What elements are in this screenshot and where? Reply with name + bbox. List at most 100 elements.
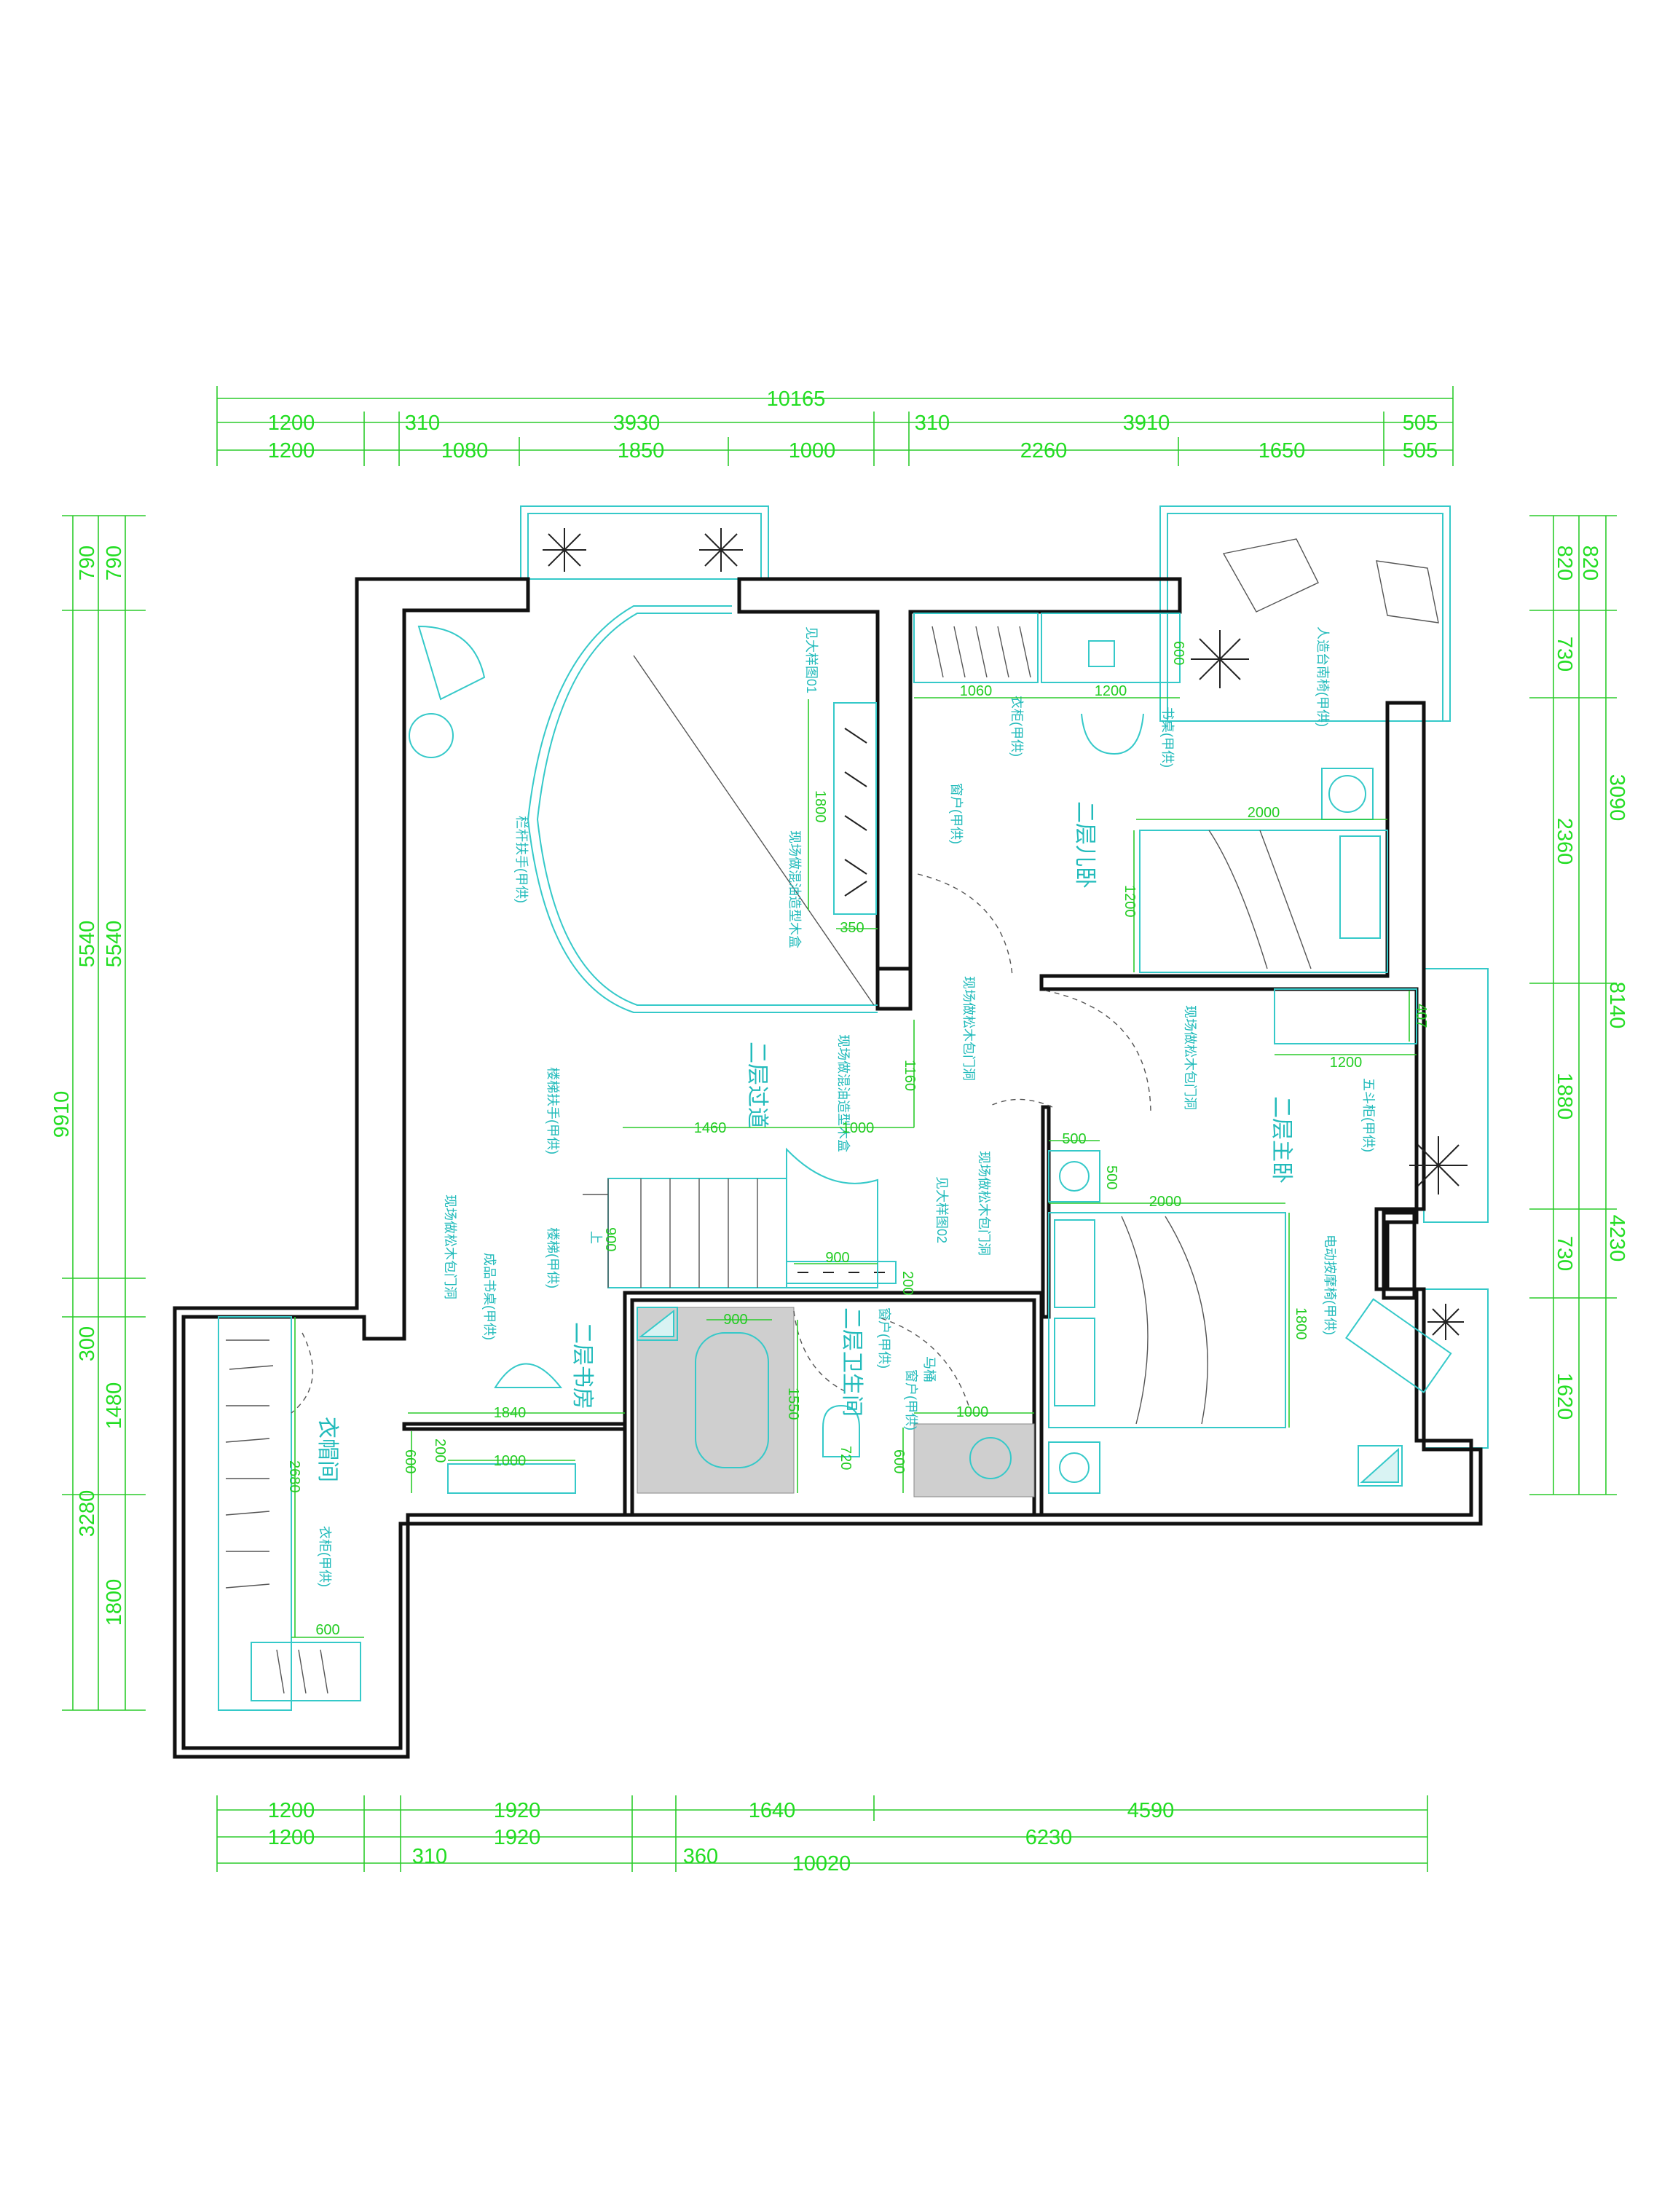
- dim-inner-900c: 900: [723, 1312, 747, 1328]
- dim-left-outer-1: 790: [103, 546, 126, 580]
- label-stair-rail: 楼梯扶手(甲供): [545, 1067, 560, 1154]
- label-desk-study: 成品书桌(甲供): [482, 1253, 497, 1340]
- dim-inner-1840: 1840: [494, 1405, 527, 1421]
- label-planter-box: 现场做混油造型木盒: [787, 830, 802, 948]
- top-right-balcony: [1159, 505, 1451, 722]
- label-toilet: 马桶: [922, 1356, 937, 1382]
- dim-inner-900a: 900: [602, 1227, 618, 1251]
- dim-top-2-6: 505: [1403, 412, 1438, 435]
- dim-right-outer-3: 4230: [1605, 1215, 1628, 1262]
- dim-bottom-2-3: 6230: [1025, 1826, 1073, 1849]
- plant-icon: [699, 528, 743, 572]
- label-see-detail-01: 见大样图01: [804, 626, 819, 693]
- label-rattan-chair: 人造台南椅(甲供): [1315, 626, 1330, 727]
- dim-right-outer-1: 820: [1578, 546, 1602, 580]
- dim-top-2-2: 310: [405, 412, 440, 435]
- dim-bottom-1-1: 1200: [268, 1799, 315, 1822]
- dim-inner-1800a: 1800: [812, 790, 828, 823]
- dim-inner-900b: 900: [825, 1250, 849, 1266]
- bed-master: [1048, 1212, 1286, 1428]
- stair-void-railing-inner: [536, 613, 878, 1006]
- label-desk-child: 书桌(甲供): [1160, 706, 1175, 768]
- dim-bottom-2-2: 1920: [494, 1826, 541, 1849]
- label-up: 上: [588, 1231, 603, 1244]
- dim-inner-2680: 2680: [286, 1460, 302, 1493]
- top-dimension-lines: [216, 386, 1454, 466]
- planter-box: [833, 702, 877, 915]
- label-window-1: 窗户(甲供): [949, 783, 964, 844]
- dim-right-inner-6: 1620: [1553, 1373, 1576, 1420]
- room-bathroom: 二层卫生间: [840, 1307, 864, 1417]
- dim-inner-1200c: 1200: [1330, 1055, 1363, 1071]
- study-wall: [402, 1422, 627, 1431]
- inner-dimension-lines: [291, 697, 1417, 1638]
- dim-top-3-5: 2260: [1020, 439, 1068, 463]
- desk-child: [1041, 613, 1181, 683]
- dim-inner-2000a: 2000: [1248, 805, 1280, 821]
- dim-inner-720: 720: [838, 1446, 854, 1470]
- dim-right-inner-4: 1880: [1553, 1073, 1576, 1120]
- dim-inner-500a: 500: [1062, 1131, 1086, 1147]
- dim-inner-407: 407: [1413, 1004, 1429, 1028]
- corridor-east-wall: [1041, 1105, 1051, 1319]
- room-study: 二层书房: [570, 1322, 594, 1409]
- dim-inner-350: 350: [840, 920, 864, 936]
- dim-right-inner-5: 730: [1553, 1236, 1576, 1271]
- label-stairs: 楼梯(甲供): [545, 1227, 560, 1288]
- dim-top-2-4: 310: [915, 412, 950, 435]
- chest-drawers: [1274, 988, 1417, 1044]
- dim-bottom-3-3: 10020: [792, 1852, 851, 1876]
- dim-top-2-3: 3930: [613, 412, 661, 435]
- dim-bottom-2-1: 1200: [268, 1826, 315, 1849]
- dim-right-inner-3: 3090: [1605, 774, 1628, 822]
- dim-top-2-5: 3910: [1123, 412, 1170, 435]
- nightstand-child: [1321, 768, 1374, 820]
- dim-top-3-7: 505: [1403, 439, 1438, 463]
- cloakroom-wardrobe: [218, 1316, 361, 1711]
- dim-right-outer-2: 2360: [1553, 818, 1576, 865]
- wardrobe-child: [913, 613, 1039, 683]
- plant-icon: [1191, 630, 1249, 688]
- dim-inner-2000b: 2000: [1149, 1194, 1182, 1210]
- label-window-3: 窗户(甲供): [904, 1369, 918, 1430]
- room-child-bedroom: 二层儿卧: [1073, 801, 1097, 889]
- lounge-chair: [409, 625, 486, 758]
- dim-inner-1550: 1550: [785, 1388, 801, 1420]
- dim-top-total: 10165: [767, 387, 826, 411]
- plant-icon: [1409, 1136, 1468, 1194]
- label-wardrobe-cloak: 衣柜(甲供): [318, 1526, 332, 1587]
- label-chest: 五斗柜(甲供): [1361, 1078, 1376, 1152]
- dim-bottom-1-3: 1640: [749, 1799, 796, 1822]
- toilet-icon: [822, 1404, 860, 1457]
- dim-top-3-3: 1850: [618, 439, 665, 463]
- bottom-dimension-lines: [216, 1795, 1428, 1872]
- dim-inner-600b: 600: [402, 1449, 418, 1473]
- dim-right-inner-2: 730: [1553, 637, 1576, 672]
- dim-inner-200b: 200: [432, 1438, 448, 1463]
- dim-top-3-2: 1080: [441, 439, 489, 463]
- label-door-cover-2: 现场做松木包门洞: [1183, 1005, 1197, 1110]
- dim-inner-1060: 1060: [960, 683, 993, 699]
- dim-top-3-6: 1650: [1258, 439, 1306, 463]
- plant-icon: [543, 528, 586, 572]
- label-massage-chair: 电动按摩椅(甲供): [1323, 1235, 1337, 1335]
- label-door-cover-1: 现场做松木包门洞: [961, 976, 976, 1081]
- dim-inner-1160: 1160: [902, 1060, 918, 1091]
- dim-left-inner-2: 5540: [76, 921, 99, 968]
- dim-right-total: 8140: [1605, 982, 1628, 1029]
- dim-left-inner-4: 3280: [76, 1490, 99, 1538]
- label-railing: 栏杆扶手(甲供): [514, 816, 529, 903]
- study-desk: [447, 1463, 576, 1494]
- dim-top-3-4: 1000: [789, 439, 836, 463]
- dim-bottom-3-2: 360: [683, 1845, 718, 1868]
- room-corridor: 二层过道: [745, 1042, 769, 1129]
- label-door-cover-3: 现场做松木包门洞: [977, 1151, 991, 1256]
- dim-right-inner-1: 820: [1553, 546, 1576, 580]
- dim-left-outer-3: 300: [76, 1326, 99, 1361]
- column-right: [1382, 1211, 1417, 1300]
- dim-left-outer-2: 5540: [103, 921, 126, 968]
- dim-left-total: 9910: [50, 1091, 74, 1138]
- nightstand-master-1: [1048, 1150, 1100, 1203]
- room-cloakroom: 衣帽间: [315, 1417, 339, 1482]
- top-balcony: [520, 505, 769, 580]
